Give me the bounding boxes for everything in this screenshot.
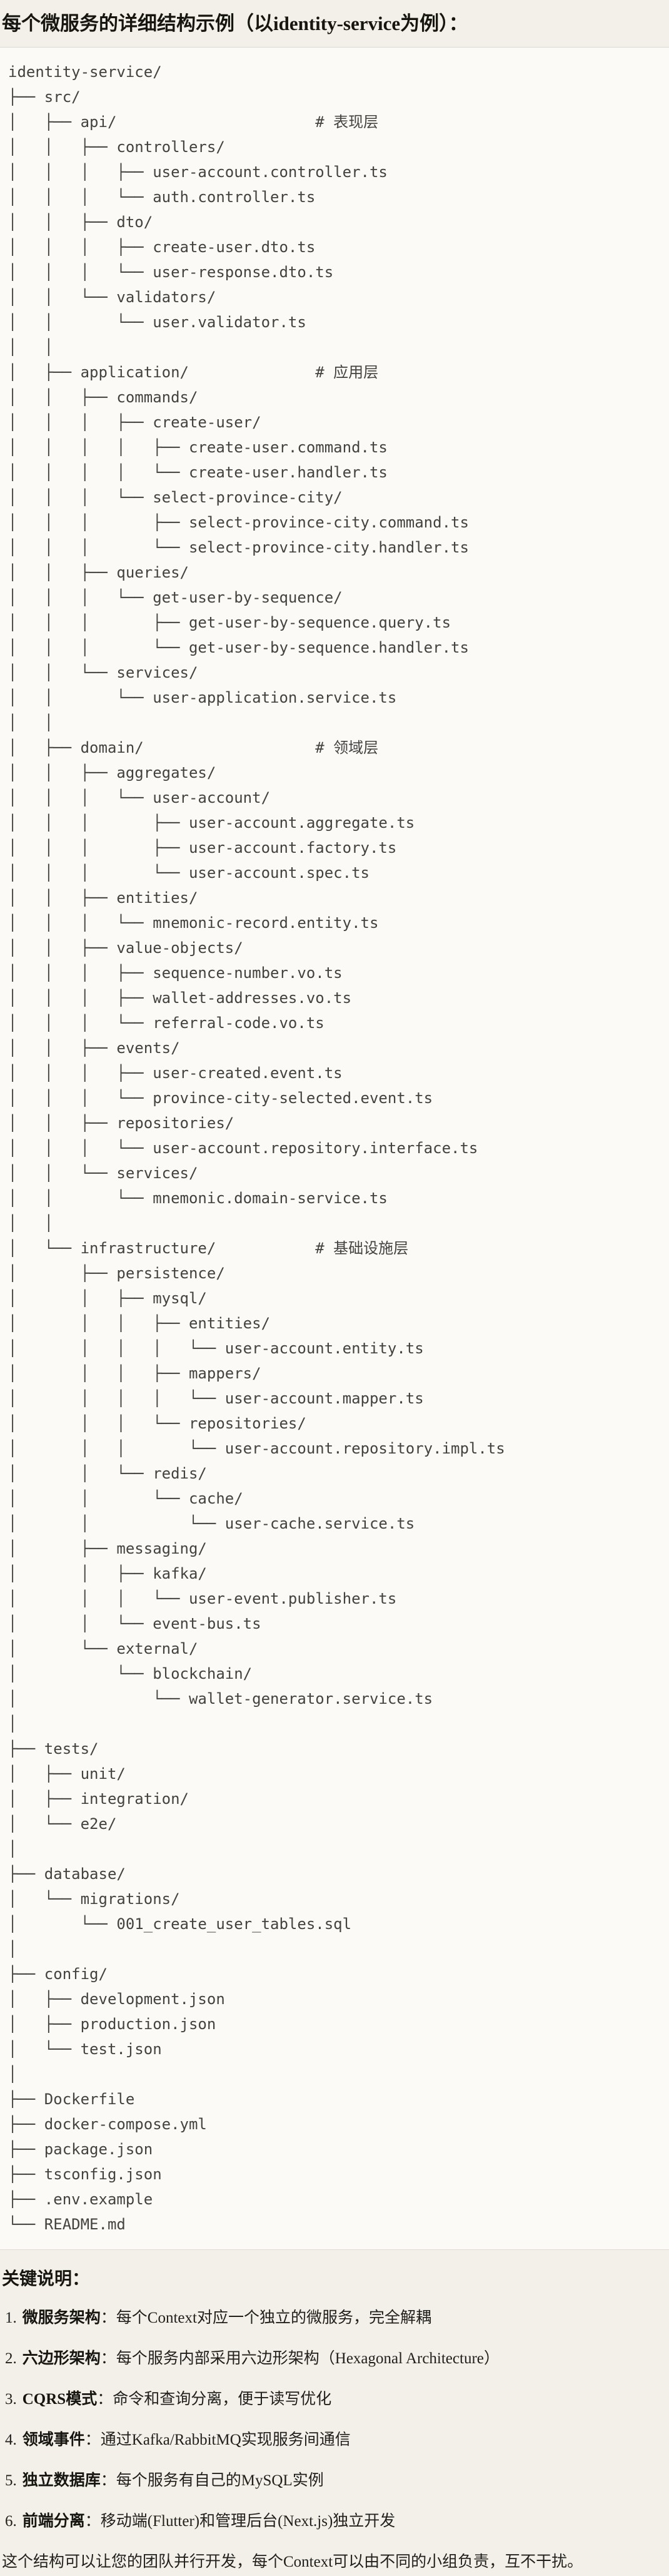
note-item-5: 5. 独立数据库：每个服务有自己的MySQL实例 (2, 2470, 664, 2492)
note-label: 领域事件 (22, 2431, 85, 2448)
note-item-4: 4. 领域事件：通过Kafka/RabbitMQ实现服务间通信 (2, 2430, 664, 2451)
note-item-2: 2. 六边形架构：每个服务内部采用六边形架构（Hexagonal Architec… (2, 2348, 664, 2370)
notes-heading: 关键说明： (2, 2269, 90, 2289)
note-number: 2. (5, 2350, 17, 2367)
note-number: 1. (5, 2309, 17, 2326)
note-number: 5. (5, 2472, 17, 2489)
note-colon: ： (84, 2513, 101, 2530)
note-number: 3. (5, 2391, 17, 2408)
note-colon: ： (84, 2431, 101, 2448)
note-colon: ： (100, 2472, 116, 2489)
note-text: 通过Kafka/RabbitMQ实现服务间通信 (100, 2431, 351, 2448)
note-number: 6. (5, 2513, 17, 2530)
file-tree: identity-service/ ├── src/ │ ├── api/ # … (8, 63, 505, 2233)
note-colon: ： (100, 2309, 116, 2326)
code-block: identity-service/ ├── src/ │ ├── api/ # … (0, 47, 669, 2250)
note-number: 4. (5, 2431, 17, 2448)
note-colon: ： (97, 2391, 113, 2408)
note-label: 独立数据库 (22, 2472, 101, 2489)
note-label: 六边形架构 (22, 2350, 101, 2367)
note-item-3: 3. CQRS模式：命令和查询分离，便于读写优化 (2, 2389, 664, 2410)
note-colon: ： (100, 2350, 116, 2367)
note-text: 每个服务有自己的MySQL实例 (116, 2472, 324, 2489)
notes-section: 关键说明： 1.微服务架构：每个Context对应一个独立的微服务，完全解耦 2… (0, 2268, 669, 2573)
closing-note: 这个结构可以让您的团队并行开发，每个Context可以由不同的小组负责，互不干扰… (2, 2553, 583, 2570)
note-item-1: 1. 微服务架构：每个Context对应一个独立的微服务，完全解耦 (2, 2308, 664, 2329)
note-label: CQRS模式 (22, 2391, 98, 2408)
note-item-6: 6. 前端分离：移动端(Flutter)和管理后台(Next.js)独立开发 (2, 2511, 664, 2532)
note-text: 命令和查询分离，便于读写优化 (113, 2391, 332, 2408)
note-label: 微服务架构 (22, 2309, 101, 2326)
page-title: 每个微服务的详细结构示例（以identity-service为例）： (2, 13, 468, 34)
note-text: 每个服务内部采用六边形架构（Hexagonal Architecture） (116, 2350, 500, 2367)
note-text: 移动端(Flutter)和管理后台(Next.js)独立开发 (100, 2513, 396, 2530)
note-text: 每个Context对应一个独立的微服务，完全解耦 (116, 2309, 431, 2326)
note-label: 前端分离 (22, 2513, 85, 2530)
